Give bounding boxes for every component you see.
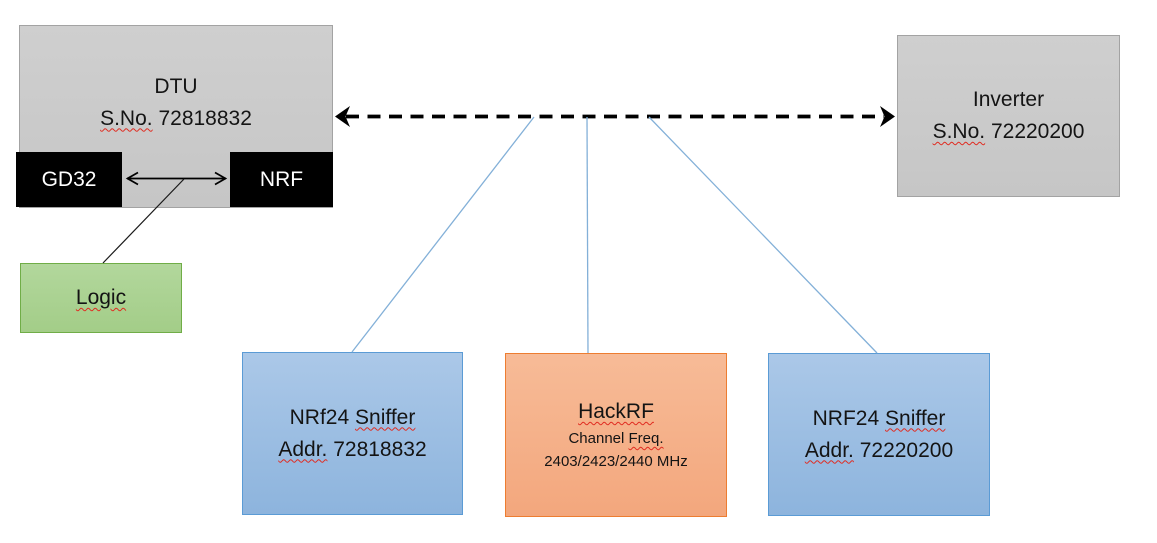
sniffer-left-name-emph: Sniffer [355,405,416,429]
sniffer-left-addr-label: Addr. [278,437,328,461]
sniffer-left-name-prefix: NRf24 [289,405,350,429]
logic-box: Logic [20,263,182,333]
inverter-box: Inverter S.No. 72220200 [897,35,1120,197]
dtu-title: DTU [154,74,198,98]
nrf-chip: NRF [230,152,333,207]
sniffer-right-addr-number: 72220200 [859,438,954,462]
hackrf-frequencies: 2403/2423/2440 MHz [544,453,688,470]
gd32-label: GD32 [41,167,97,191]
sniffer-right-addr-label: Addr. [804,438,854,462]
inverter-label: Inverter S.No. 72220200 [933,84,1085,148]
sniffer-right-label: NRF24 Sniffer Addr. 72220200 [805,403,953,467]
connector-line-sniffer-left [351,116,535,353]
sniffer-right-addr-line: Addr. 72220200 [805,435,953,467]
sniffer-right-name-line: NRF24 Sniffer [805,403,953,435]
inverter-title: Inverter [972,88,1045,111]
hackrf-box: HackRF Channel Freq. 2403/2423/2440 MHz [505,353,727,517]
hackrf-subtitle-prefix: Channel [568,430,625,447]
sniffer-right-name-prefix: NRF24 [812,406,880,430]
connector-line-hackrf [586,116,589,354]
sniffer-left-name-line: NRf24 Sniffer [278,402,426,434]
dtu-serial-number: 72818832 [158,106,252,130]
sniffer-right-name-emph: Sniffer [885,406,946,430]
hackrf-subtitle-line: Channel Freq. [544,427,687,450]
hackrf-title: HackRF [578,400,654,423]
dtu-serial-label: S.No. [100,106,153,130]
connector-line-sniffer-right [648,116,878,354]
sniffer-left-box: NRf24 Sniffer Addr. 72818832 [242,352,463,515]
dtu-serial-line: S.No. 72818832 [100,103,252,135]
dtu-label: DTU S.No. 72818832 [100,71,252,135]
dtu-inverter-dashed-arrow [335,106,895,127]
hackrf-label: HackRF Channel Freq. 2403/2423/2440 MHz [544,397,687,473]
gd32-chip: GD32 [16,152,122,207]
nrf-label: NRF [259,167,304,191]
sniffer-left-addr-line: Addr. 72818832 [278,434,426,466]
logic-label: Logic [75,286,127,309]
hackrf-title-line: HackRF [544,397,687,427]
sniffer-left-label: NRf24 Sniffer Addr. 72818832 [278,402,426,466]
inverter-serial-number: 72220200 [990,120,1085,143]
logic-label-line: Logic [76,282,126,314]
inverter-serial-line: S.No. 72220200 [933,116,1085,148]
hackrf-subtitle-emph: Freq. [628,430,664,447]
sniffer-right-box: NRF24 Sniffer Addr. 72220200 [768,353,990,516]
inverter-serial-label: S.No. [932,120,986,143]
sniffer-left-addr-number: 72818832 [333,437,427,461]
